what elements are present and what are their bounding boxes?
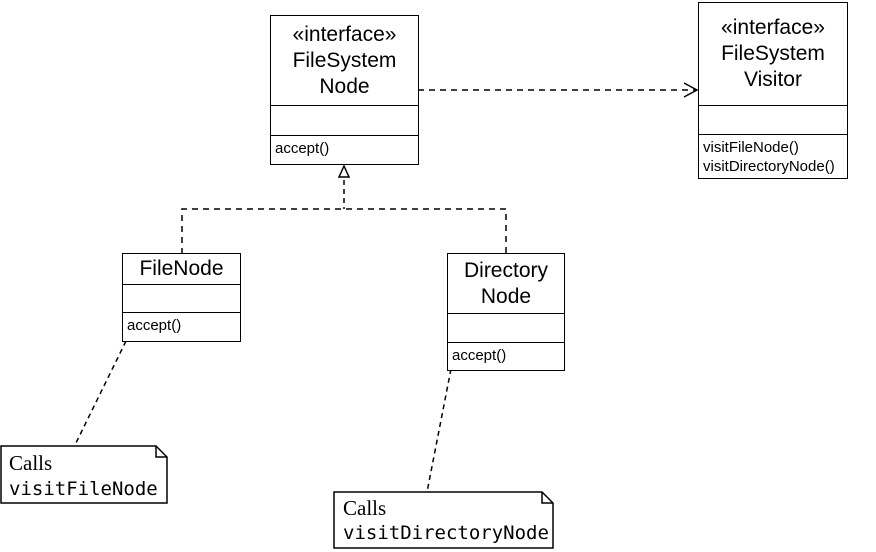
class-name-line: FileSystem — [721, 41, 825, 65]
class-name-compartment: FileNode — [123, 254, 240, 285]
directory-note-anchor — [426, 368, 452, 493]
class-name-line: FileNode — [139, 257, 224, 280]
filesystemvisitor-interface: «interface» FileSystem Visitor visitFile… — [698, 2, 848, 179]
attributes-compartment — [448, 314, 564, 343]
directory-note-label: Calls — [343, 496, 387, 520]
directorynode-class: Directory Node accept() — [447, 253, 565, 371]
operations-compartment: accept() — [123, 313, 240, 341]
directory-note-shape — [333, 491, 554, 549]
class-name-line: FileSystem — [292, 48, 397, 72]
class-name-compartment: Directory Node — [448, 254, 564, 314]
operation: accept() — [452, 347, 507, 364]
stereotype-label: «interface» — [292, 22, 397, 46]
directory-note-code: visitDirectoryNode — [343, 522, 549, 544]
attributes-compartment — [123, 285, 240, 313]
filesystemnode-interface: «interface» FileSystem Node accept() — [270, 15, 419, 165]
realization-branch — [181, 208, 507, 254]
stereotype-label: «interface» — [721, 15, 825, 39]
operations-compartment: accept() — [271, 136, 418, 164]
file-note-shape — [0, 445, 168, 504]
operation: accept() — [127, 317, 182, 334]
file-note-label: Calls — [9, 451, 53, 475]
filenode-class: FileNode accept() — [122, 253, 241, 342]
class-name-line: Node — [319, 74, 370, 98]
attributes-compartment — [271, 106, 418, 136]
file-note-code: visitFileNode — [9, 478, 158, 500]
operation: accept() — [275, 140, 330, 157]
operation: visitFileNode() — [703, 139, 799, 156]
operations-compartment: visitFileNode() visitDirectoryNode() — [699, 135, 847, 178]
file-note-anchor — [73, 340, 127, 448]
class-name-line: Node — [480, 284, 532, 308]
attributes-compartment — [699, 106, 847, 135]
class-name-compartment: «interface» FileSystem Node — [271, 16, 418, 106]
class-name-line: Visitor — [744, 67, 802, 91]
dependency-arrowhead — [683, 82, 699, 98]
realization-arrowhead — [337, 164, 351, 178]
class-name-line: Directory — [463, 258, 548, 282]
operations-compartment: accept() — [448, 343, 564, 370]
class-name-compartment: «interface» FileSystem Visitor — [699, 3, 847, 106]
operation: visitDirectoryNode() — [703, 158, 835, 175]
